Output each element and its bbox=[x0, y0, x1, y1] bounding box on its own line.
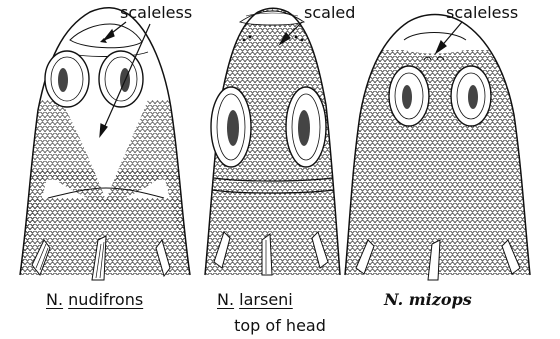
genus-abbrev: N. bbox=[217, 290, 234, 309]
species-label-larseni: N. larseni bbox=[217, 290, 293, 310]
genus-abbrev: N. bbox=[46, 290, 63, 309]
fish-head-larseni bbox=[200, 0, 350, 285]
figure-caption: top of head bbox=[0, 316, 560, 335]
scaleless-label-left: scaleless bbox=[120, 4, 192, 22]
fish-head-nudifrons bbox=[0, 8, 210, 280]
species-label-nudifrons: N. nudifrons bbox=[46, 290, 143, 310]
species-label-mizops: N. mizops bbox=[384, 290, 472, 310]
scaled-label-middle: scaled bbox=[304, 4, 355, 22]
species-epithet: larseni bbox=[239, 290, 293, 309]
fish-head-mizops bbox=[340, 15, 535, 286]
scaleless-label-right: scaleless bbox=[446, 4, 518, 22]
species-epithet: nudifrons bbox=[68, 290, 143, 309]
